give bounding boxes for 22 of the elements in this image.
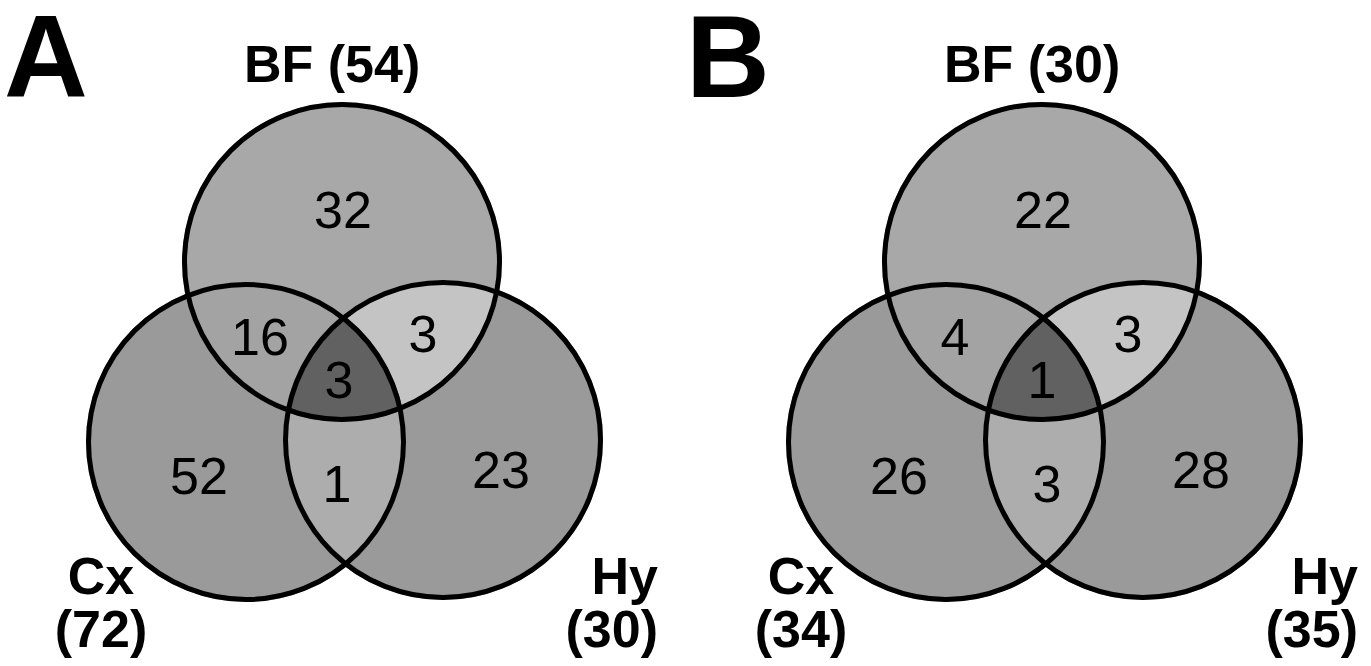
region-count: 23 [472, 444, 530, 496]
set-label: Cx (34) [753, 550, 849, 656]
region-count: 16 [231, 311, 289, 363]
region-count: 3 [1113, 308, 1143, 360]
region-count: 3 [1032, 458, 1062, 510]
region-count: 52 [170, 450, 228, 502]
set-label: Hy (30) [564, 550, 658, 656]
set-label: Cx (72) [53, 550, 149, 656]
region-count: 32 [314, 184, 372, 236]
panel-letter: B [686, 2, 770, 112]
region-count: 28 [1172, 444, 1230, 496]
region-count: 3 [408, 308, 438, 360]
set-label: Hy (35) [1264, 550, 1358, 656]
region-count: 26 [870, 450, 928, 502]
region-count: 1 [1027, 354, 1057, 406]
region-count: 4 [940, 311, 970, 363]
panel-letter: A [4, 2, 88, 112]
region-count: 3 [324, 354, 354, 406]
set-label: BF (30) [944, 38, 1121, 91]
region-count: 22 [1014, 184, 1072, 236]
region-count: 1 [322, 458, 352, 510]
set-label: BF (54) [244, 38, 421, 91]
